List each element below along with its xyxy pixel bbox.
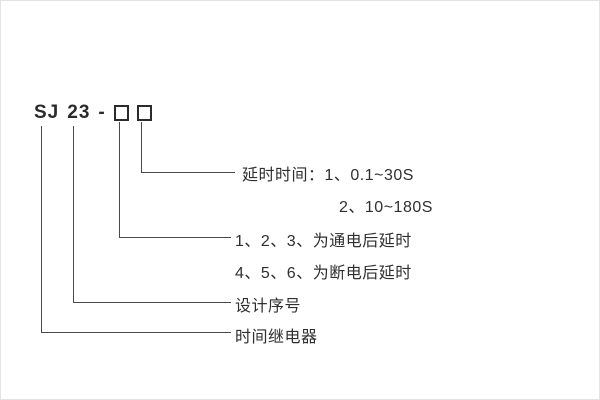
delay-time-label-line2: 2、10~180S — [339, 199, 433, 216]
connector-box2-horizontal — [141, 172, 235, 173]
deenergize-delay-label: 4、5、6、为断电后延时 — [235, 265, 412, 282]
energize-delay-label: 1、2、3、为通电后延时 — [235, 233, 412, 250]
model-placeholder-box-2 — [136, 105, 152, 121]
connector-box2-vertical — [141, 122, 142, 173]
delay-time-label-line1: 延时时间：1、0.1~30S — [242, 167, 414, 184]
connector-box1-horizontal — [119, 237, 231, 238]
connector-series-vertical — [41, 126, 42, 333]
design-serial-label: 设计序号 — [235, 298, 302, 315]
model-separator: - — [98, 102, 106, 123]
connector-designno-horizontal — [73, 302, 231, 303]
time-relay-label: 时间继电器 — [235, 329, 318, 346]
model-design-no: 23 — [67, 102, 91, 123]
model-series: SJ — [34, 102, 60, 123]
connector-designno-vertical — [73, 126, 74, 303]
model-placeholder-box-1 — [113, 105, 129, 121]
connector-box1-vertical — [119, 122, 120, 238]
connector-series-horizontal — [41, 332, 231, 333]
model-code: SJ 23 - — [34, 102, 152, 124]
